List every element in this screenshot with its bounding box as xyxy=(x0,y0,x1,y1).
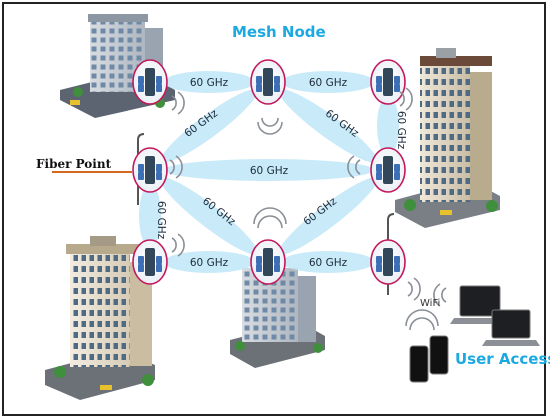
building-bottom-left xyxy=(45,236,156,400)
mesh-node-n-bot-right xyxy=(370,239,406,285)
mesh-node-n-top-left xyxy=(132,59,168,105)
link-beam-n-fiber-n-mid-right xyxy=(164,159,374,181)
link-beam-n-top-mid-n-fiber xyxy=(160,89,258,163)
link-beam-n-fiber-n-bot-left xyxy=(139,184,161,248)
link-beam-n-mid-right-n-bot-mid xyxy=(278,177,378,255)
fiber-point-label: Fiber Point xyxy=(36,157,112,171)
smartphone-icon xyxy=(409,335,449,383)
diagram-title: Mesh Node xyxy=(232,23,326,41)
mesh-node-n-bot-left xyxy=(132,239,168,285)
link-beam-n-top-mid-n-mid-right xyxy=(278,89,378,163)
link-label-n-bot-mid-n-bot-right: 60 GHz xyxy=(309,257,348,269)
laptop-icon xyxy=(450,285,540,346)
wifi-label: WiFi xyxy=(420,298,440,309)
mesh-node-n-mid-right xyxy=(370,147,406,193)
link-beam-n-top-left-n-top-mid xyxy=(164,71,254,93)
link-label-n-top-mid-n-top-right: 60 GHz xyxy=(309,77,348,89)
link-beam-n-fiber-n-bot-mid xyxy=(160,177,258,255)
link-beam-n-bot-left-n-bot-mid xyxy=(164,251,254,273)
link-beam-n-top-right-n-mid-right xyxy=(377,96,399,156)
link-label-n-bot-left-n-bot-mid: 60 GHz xyxy=(190,257,229,269)
link-label-n-top-right-n-mid-right: 60 GHz xyxy=(395,111,407,150)
mesh-node-n-top-mid xyxy=(250,59,286,105)
mesh-node-n-fiber xyxy=(132,147,168,193)
user-access-label: User Access xyxy=(455,350,550,368)
link-label-n-top-left-n-top-mid: 60 GHz xyxy=(190,77,229,89)
building-right-tower xyxy=(395,48,500,228)
mesh-node-n-top-right xyxy=(370,59,406,105)
diagram-frame xyxy=(2,2,546,416)
link-beam-n-bot-mid-n-bot-right xyxy=(282,251,374,273)
link-label-n-fiber-n-bot-left: 60 GHz xyxy=(155,201,167,240)
building-bottom-mid xyxy=(230,268,325,368)
link-label-n-fiber-n-mid-right: 60 GHz xyxy=(250,165,289,177)
signal-waves xyxy=(169,87,447,331)
mesh-nodes xyxy=(132,59,406,285)
link-beam-n-top-mid-n-top-right xyxy=(282,71,374,93)
mesh-node-n-bot-mid xyxy=(250,239,286,285)
